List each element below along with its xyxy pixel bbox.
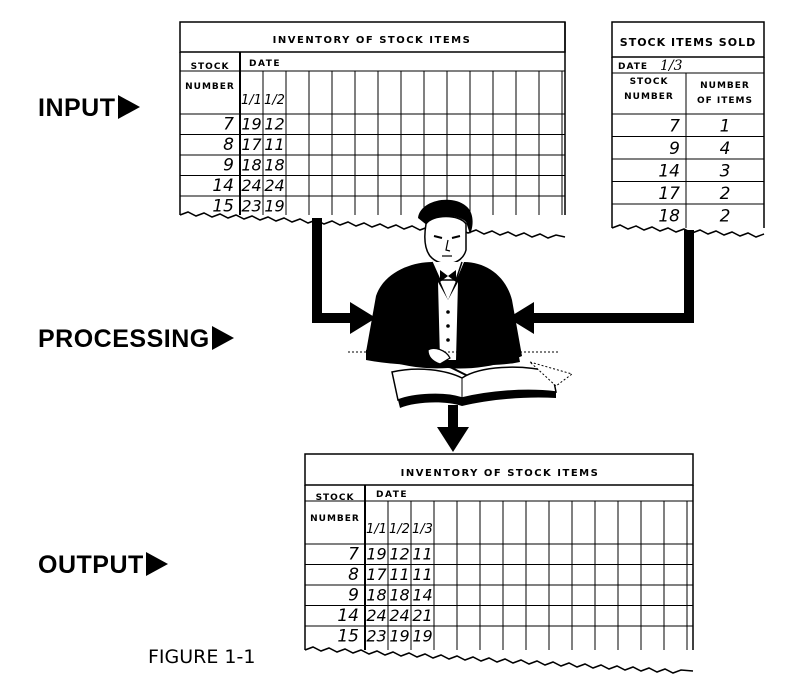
input-flow-arrowhead-icon bbox=[350, 302, 376, 334]
stock-number-cell: 7 bbox=[223, 115, 234, 135]
inventory-input-col-date: DATE bbox=[249, 59, 281, 69]
output-label-text: OUTPUT bbox=[38, 551, 144, 579]
clerk-illustration bbox=[348, 199, 574, 408]
quantity-cell: 24 bbox=[389, 606, 409, 625]
quantity-cell: 23 bbox=[241, 197, 261, 216]
output-flow-line bbox=[448, 405, 458, 430]
stock-sold-col-stock: STOCK bbox=[630, 77, 669, 87]
quantity-cell: 17 bbox=[241, 135, 262, 154]
input-label-text: INPUT bbox=[38, 94, 116, 122]
inventory-output-col-date: DATE bbox=[376, 490, 408, 500]
stock-sold-title-box bbox=[611, 21, 765, 58]
date-header: 1/2 bbox=[264, 93, 285, 108]
quantity-cell: 17 bbox=[366, 565, 387, 584]
quantity-cell: 12 bbox=[389, 545, 409, 564]
quantity-cell: 23 bbox=[366, 627, 386, 646]
input-arrow-icon bbox=[117, 95, 140, 120]
stock-number-cell: 14 bbox=[337, 606, 359, 626]
quantity-cell: 24 bbox=[264, 176, 284, 195]
sold-flow-arrowhead-icon bbox=[508, 302, 534, 334]
input-label: INPUT bbox=[38, 94, 140, 123]
quantity-cell: 19 bbox=[412, 627, 432, 646]
stock-number-cell: 9 bbox=[348, 586, 359, 606]
stock-sold-col-items: OF ITEMS bbox=[697, 96, 753, 106]
sold-items-cell: 2 bbox=[720, 207, 731, 227]
stock-number-cell: 14 bbox=[212, 176, 234, 196]
processing-label: PROCESSING bbox=[38, 325, 234, 354]
sold-stock-number-cell: 9 bbox=[669, 139, 680, 159]
inventory-input-form bbox=[179, 21, 566, 239]
stock-number-cell: 9 bbox=[223, 156, 234, 176]
flow-arrows bbox=[312, 218, 694, 452]
quantity-cell: 24 bbox=[366, 606, 386, 625]
clerk-hair bbox=[418, 199, 473, 234]
inventory-output-title-box bbox=[304, 453, 694, 486]
stock-sold-col-number-of: NUMBER bbox=[700, 81, 750, 91]
stock-number-cell: 8 bbox=[223, 135, 234, 155]
inventory-input-col-number: NUMBER bbox=[185, 82, 235, 92]
quantity-cell: 18 bbox=[366, 586, 386, 605]
output-label: OUTPUT bbox=[38, 551, 168, 580]
inventory-input-torn-edge bbox=[179, 211, 566, 239]
quantity-cell: 18 bbox=[241, 156, 261, 175]
sold-stock-number-cell: 17 bbox=[658, 184, 680, 204]
quantity-cell: 19 bbox=[241, 115, 261, 134]
output-arrow-icon bbox=[145, 552, 168, 577]
stock-number-cell: 15 bbox=[212, 197, 234, 217]
sold-stock-number-cell: 14 bbox=[658, 162, 680, 182]
processing-arrow-icon bbox=[211, 326, 234, 351]
stock-sold-date-value: 1/3 bbox=[660, 58, 683, 74]
inventory-output-col-stock: STOCK bbox=[316, 493, 355, 503]
quantity-cell: 11 bbox=[389, 565, 409, 584]
sold-stock-number-cell: 18 bbox=[658, 207, 680, 227]
processing-label-text: PROCESSING bbox=[38, 325, 210, 353]
input-flow-line-vertical bbox=[312, 218, 322, 323]
input-flow-line-horizontal bbox=[312, 313, 354, 323]
sold-flow-line-vertical bbox=[684, 230, 694, 323]
date-header: 1/2 bbox=[389, 522, 410, 537]
inventory-output-title: INVENTORY OF STOCK ITEMS bbox=[401, 468, 600, 479]
quantity-cell: 12 bbox=[264, 115, 284, 134]
date-header: 1/1 bbox=[241, 93, 262, 108]
stock-sold-form bbox=[611, 21, 765, 238]
sold-items-cell: 4 bbox=[720, 139, 731, 159]
stock-number-cell: 15 bbox=[337, 627, 359, 647]
sold-items-cell: 2 bbox=[720, 184, 731, 204]
inventory-output-col-number: NUMBER bbox=[310, 514, 360, 524]
quantity-cell: 14 bbox=[412, 586, 432, 605]
quantity-cell: 19 bbox=[264, 197, 284, 216]
inventory-output-torn-edge bbox=[304, 646, 694, 674]
sold-flow-line-horizontal bbox=[530, 313, 694, 323]
quantity-cell: 24 bbox=[241, 176, 261, 195]
quantity-cell: 21 bbox=[412, 606, 432, 625]
quantity-cell: 18 bbox=[264, 156, 284, 175]
quantity-cell: 18 bbox=[389, 586, 409, 605]
date-header: 1/1 bbox=[366, 522, 387, 537]
figure-caption: FIGURE 1-1 bbox=[148, 646, 256, 668]
quantity-cell: 11 bbox=[264, 135, 284, 154]
quantity-cell: 11 bbox=[412, 545, 432, 564]
inventory-output-form bbox=[304, 453, 694, 674]
sold-stock-number-cell: 7 bbox=[669, 117, 680, 137]
quantity-cell: 19 bbox=[389, 627, 409, 646]
inventory-input-col-stock: STOCK bbox=[191, 62, 230, 72]
sold-items-cell: 3 bbox=[720, 162, 731, 182]
quantity-cell: 11 bbox=[412, 565, 432, 584]
stock-sold-col-number: NUMBER bbox=[624, 92, 674, 102]
clerk-face bbox=[424, 215, 467, 265]
stock-number-cell: 8 bbox=[348, 565, 359, 585]
inventory-input-title: INVENTORY OF STOCK ITEMS bbox=[273, 35, 472, 46]
stock-number-cell: 7 bbox=[348, 545, 359, 565]
sold-items-cell: 1 bbox=[720, 117, 731, 137]
date-header: 1/3 bbox=[412, 522, 433, 537]
stock-sold-date-label: DATE bbox=[618, 62, 648, 72]
quantity-cell: 19 bbox=[366, 545, 386, 564]
stock-sold-title: STOCK ITEMS SOLD bbox=[620, 36, 756, 49]
output-flow-arrowhead-icon bbox=[437, 427, 469, 452]
